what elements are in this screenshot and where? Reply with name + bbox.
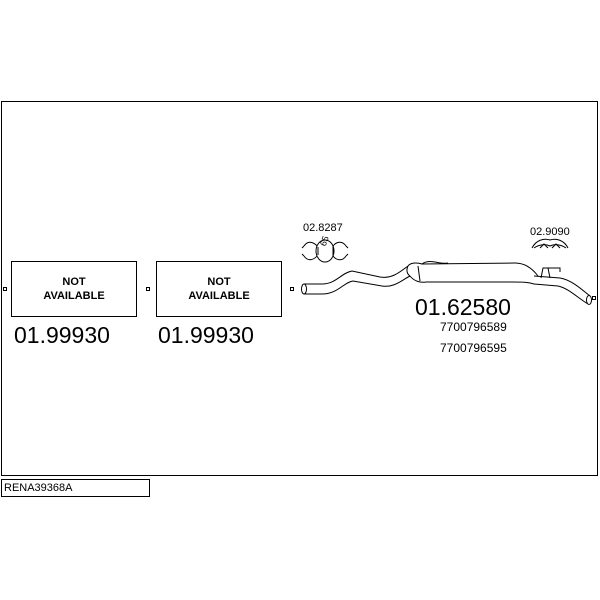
- part-box-2-line2: AVAILABLE: [188, 290, 250, 302]
- diagram-code: RENA39368A: [1, 479, 150, 497]
- part-box-1-line2: AVAILABLE: [43, 290, 105, 302]
- connector-mid-2: [290, 287, 294, 291]
- clamp-ref: 02.8287: [303, 222, 343, 234]
- diagram-frame: [1, 101, 598, 476]
- part-box-1-line1: NOT: [62, 276, 86, 288]
- oem-number-2: 7700796595: [440, 341, 507, 355]
- connector-right: [592, 296, 596, 300]
- clamp-icon[interactable]: [301, 239, 349, 263]
- muffler-part-number: 01.62580: [415, 294, 511, 320]
- part-number-1: 01.99930: [14, 322, 110, 348]
- part-box-1[interactable]: NOT AVAILABLE: [11, 261, 137, 317]
- oem-number-1: 7700796589: [440, 320, 507, 334]
- part-number-2: 01.99930: [158, 322, 254, 348]
- hanger-ref: 02.9090: [530, 226, 570, 238]
- part-box-2[interactable]: NOT AVAILABLE: [156, 261, 282, 317]
- muffler-pipe[interactable]: [301, 261, 592, 305]
- connector-left: [3, 287, 7, 291]
- hanger-icon[interactable]: [531, 238, 569, 249]
- connector-mid-1: [146, 287, 150, 291]
- part-box-2-line1: NOT: [207, 276, 231, 288]
